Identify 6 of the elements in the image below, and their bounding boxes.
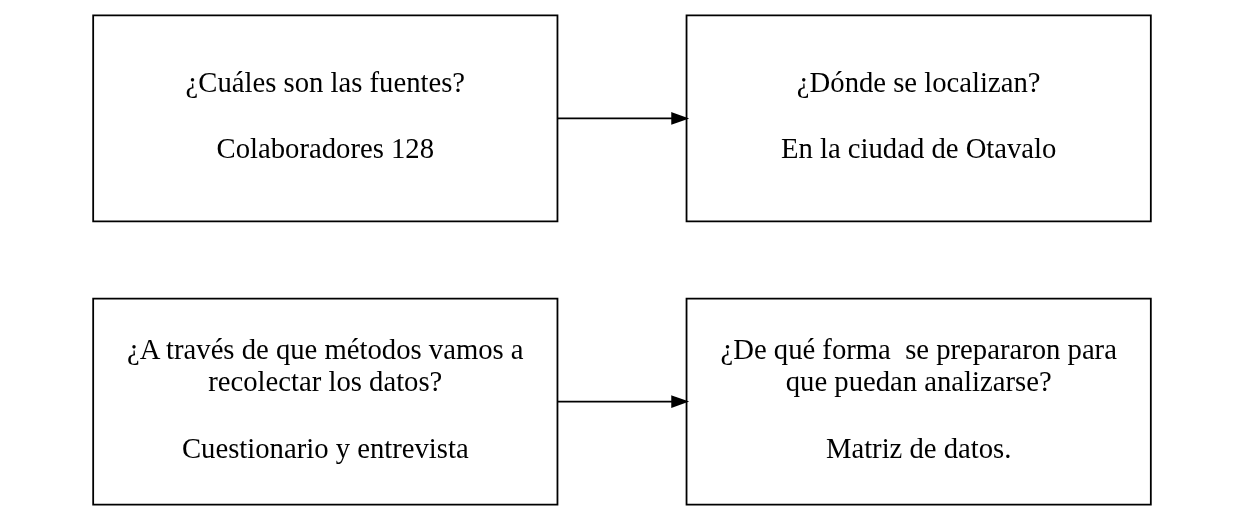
arrow [556,112,689,125]
arrow [556,395,689,408]
node-box: ¿Cuáles son las fuentes? Colaboradores 128 [91,14,558,223]
node-box: ¿A través de que métodos vamos a recolectar los datos? Cuestionario y entrevista [91,297,558,506]
node-box: ¿Dónde se localizan? En la ciudad de Otavalo [685,14,1152,223]
node-box: ¿De qué forma se prepararon para que puedan analizarse? Matriz de datos. [685,297,1152,506]
